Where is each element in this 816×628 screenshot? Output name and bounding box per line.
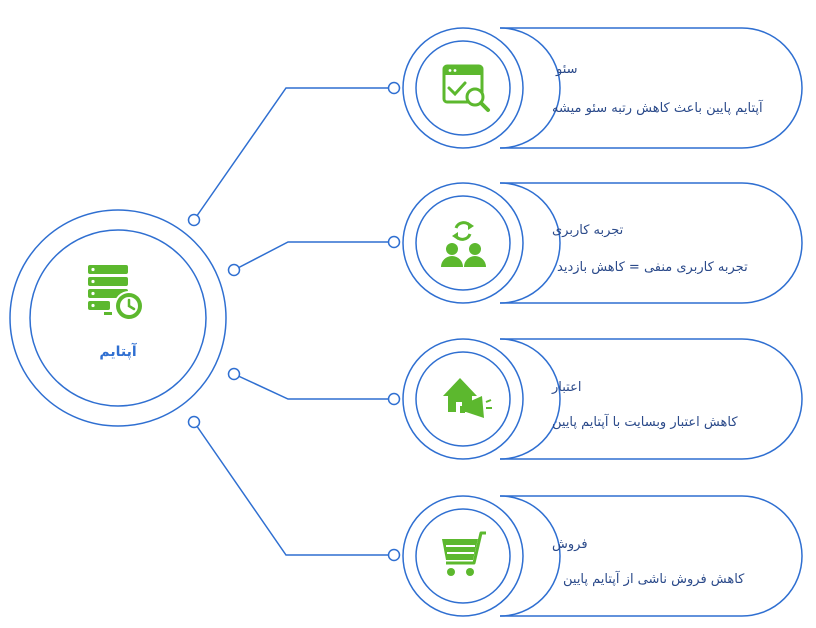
card-1 (402, 27, 803, 149)
house-megaphone-icon (443, 378, 492, 418)
card-3 (402, 338, 803, 460)
shopping-cart-icon (442, 531, 486, 576)
hub-label: آپتایم (99, 344, 137, 360)
card-2-description: تجربه کاربری منفی = کاهش بازدید (557, 260, 748, 275)
card-3-title: اعتبار (552, 380, 582, 395)
card-1-description: آپتایم پایین باعث کاهش رتبه سئو میشه (552, 101, 763, 116)
connector-4 (187, 415, 401, 562)
connector-3 (227, 367, 401, 406)
card-4-description: کاهش فروش ناشی از آپتایم پایین (563, 572, 745, 587)
connector-2 (227, 235, 401, 277)
connector-1 (187, 81, 401, 227)
server-clock-icon (88, 265, 144, 321)
card-2-title: تجربه کاربری (552, 223, 624, 238)
users-sync-icon (441, 221, 486, 267)
card-1-title: سئو (556, 62, 578, 77)
browser-search-icon (442, 64, 490, 112)
card-4 (402, 495, 803, 617)
card-4-title: فروش (552, 537, 588, 552)
card-2 (402, 182, 803, 304)
hub-node (9, 209, 227, 427)
card-3-description: کاهش اعتبار وبسایت با آپتایم پایین (552, 415, 738, 430)
